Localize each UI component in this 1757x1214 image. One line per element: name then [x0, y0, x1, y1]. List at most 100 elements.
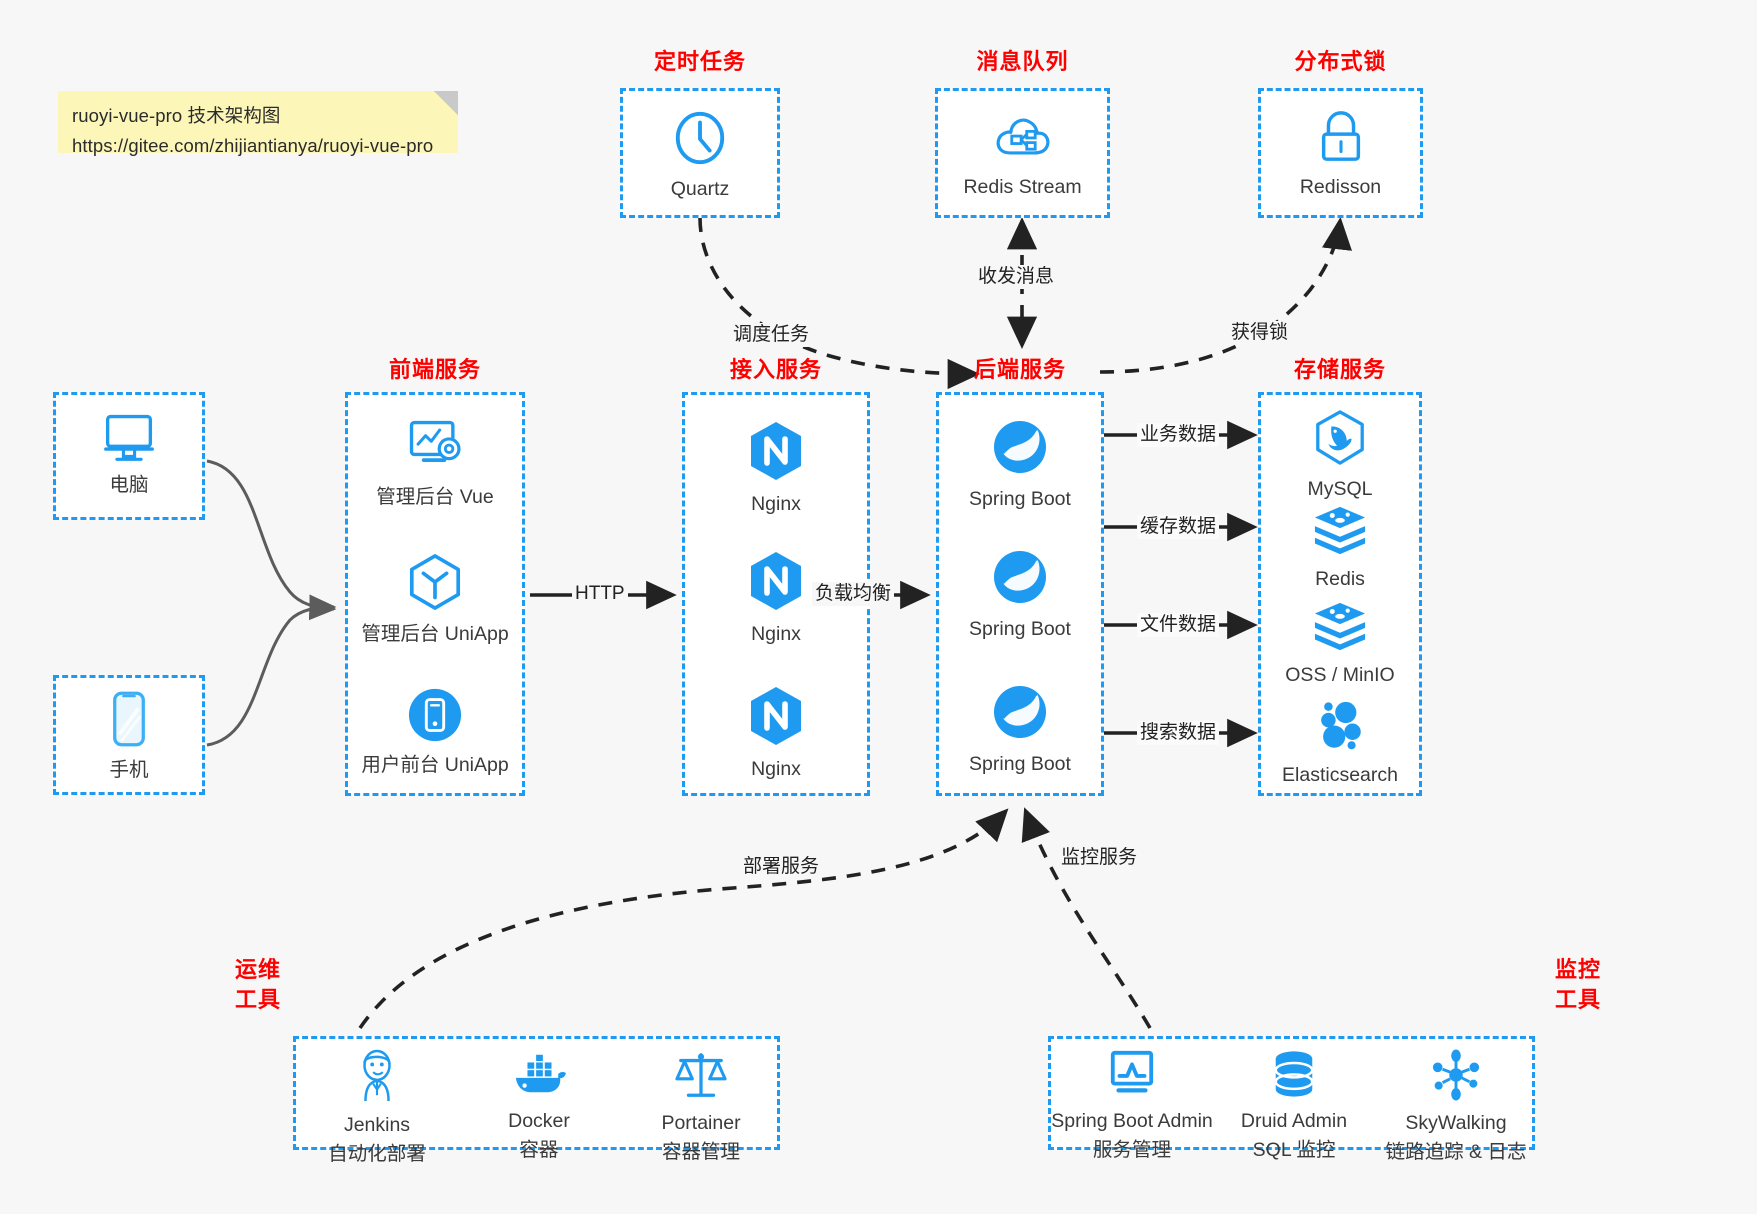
node-label: Redis Stream [963, 176, 1082, 198]
cloud-stream-icon [993, 109, 1053, 165]
mobile-app-circle-icon [407, 687, 463, 743]
spring-leaf-icon [990, 417, 1050, 477]
group-title-backend: 后端服务 [973, 357, 1066, 382]
group-title-storage: 存储服务 [1293, 357, 1386, 382]
node-sublabel: 容器 [519, 1139, 559, 1161]
group-title-monitor: 监控 工具 [1548, 955, 1608, 1015]
node-docker[interactable]: Docker 容器 [458, 1049, 620, 1163]
node-label: Spring Boot [969, 753, 1071, 775]
padlock-icon [1314, 109, 1368, 165]
edge-label-send-receive-msg: 收发消息 [975, 265, 1058, 289]
edge-label-monitor-service: 监控服务 [1058, 846, 1141, 870]
edge-label-deploy-service: 部署服务 [740, 855, 823, 879]
group-title-gateway: 接入服务 [729, 357, 822, 382]
group-box-mq: Redis Stream [935, 88, 1110, 218]
group-title-monitor-line1: 监控 [1554, 957, 1601, 982]
node-label: Docker [508, 1110, 570, 1132]
node-sublabel: 链路追踪 & 日志 [1385, 1141, 1527, 1163]
spring-leaf-icon [990, 547, 1050, 607]
hexagon-cube-icon [406, 552, 464, 612]
skywalking-icon [1429, 1049, 1483, 1101]
node-user-uniapp[interactable]: 用户前台 UniApp [348, 687, 522, 778]
note-line-url: https://gitee.com/zhijiantianya/ruoyi-vu… [72, 135, 434, 156]
edge-label-acquire-lock: 获得锁 [1228, 321, 1292, 345]
group-title-devops: 运维 工具 [228, 955, 288, 1015]
node-label: Spring Boot Admin [1051, 1110, 1213, 1132]
node-label: Portainer [661, 1112, 741, 1134]
node-sublabel: SQL 监控 [1252, 1139, 1336, 1161]
edge-label-schedule-task: 调度任务 [730, 323, 813, 347]
node-label: Jenkins [343, 1114, 411, 1136]
group-title-scheduler: 定时任务 [653, 49, 746, 74]
edge-label-file-data: 文件数据 [1137, 613, 1220, 637]
node-label: Elasticsearch [1282, 764, 1398, 786]
node-label: Spring Boot [969, 488, 1071, 510]
node-jenkins[interactable]: Jenkins 自动化部署 [296, 1049, 458, 1167]
node-sublabel: 容器管理 [661, 1141, 740, 1163]
edge-label-load-balance: 负载均衡 [812, 582, 895, 606]
node-label: Nginx [751, 623, 801, 645]
node-spring-boot-3[interactable]: Spring Boot [939, 682, 1101, 777]
node-label: 管理后台 UniApp [361, 623, 509, 645]
node-quartz[interactable]: Quartz [623, 109, 777, 202]
node-label: OSS / MinIO [1285, 664, 1395, 686]
note-line-title: ruoyi-vue-pro 技术架构图 [72, 105, 281, 126]
node-admin-uniapp[interactable]: 管理后台 UniApp [348, 552, 522, 647]
node-redisson[interactable]: Redisson [1261, 109, 1420, 200]
sticky-note: ruoyi-vue-pro 技术架构图 https://gitee.com/zh… [58, 91, 458, 156]
client-box-desktop: 电脑 [53, 392, 205, 520]
database-stack-icon [1268, 1049, 1320, 1099]
node-nginx-3[interactable]: Nginx [685, 685, 867, 782]
group-box-scheduler: Quartz [620, 88, 780, 218]
node-label: Druid Admin [1240, 1110, 1348, 1132]
group-title-monitor-line2: 工具 [1554, 987, 1601, 1012]
node-portainer[interactable]: Portainer 容器管理 [620, 1049, 782, 1165]
scales-icon [673, 1049, 729, 1101]
node-admin-vue[interactable]: 管理后台 Vue [348, 417, 522, 510]
node-spring-boot-2[interactable]: Spring Boot [939, 547, 1101, 642]
mobile-phone-icon [109, 690, 149, 748]
edge-label-business-data: 业务数据 [1137, 423, 1220, 447]
docker-whale-icon [510, 1049, 568, 1099]
node-label: 电脑 [109, 474, 149, 496]
edge-label-search-data: 搜索数据 [1137, 721, 1220, 745]
group-title-mq: 消息队列 [976, 49, 1069, 74]
node-nginx-1[interactable]: Nginx [685, 420, 867, 517]
client-box-mobile: 手机 [53, 675, 205, 795]
node-redis-stream[interactable]: Redis Stream [938, 109, 1107, 200]
node-label: Nginx [751, 493, 801, 515]
node-spring-boot-1[interactable]: Spring Boot [939, 417, 1101, 512]
node-label: SkyWalking [1405, 1112, 1507, 1134]
nginx-icon [747, 420, 805, 482]
node-label: Quartz [670, 178, 730, 200]
node-label: Redisson [1299, 176, 1382, 198]
elasticsearch-icon [1311, 697, 1369, 753]
group-title-lock: 分布式锁 [1294, 49, 1387, 74]
mysql-dolphin-icon [1312, 409, 1368, 467]
note-fold-corner [434, 91, 458, 115]
node-label: Nginx [751, 758, 801, 780]
node-nginx-2[interactable]: Nginx [685, 550, 867, 647]
node-elasticsearch[interactable]: Elasticsearch [1261, 697, 1419, 788]
spring-leaf-icon [990, 682, 1050, 742]
node-redis[interactable]: Redis [1261, 503, 1419, 592]
node-oss-minio[interactable]: OSS / MinIO [1261, 599, 1419, 688]
desktop-computer-icon [100, 411, 158, 463]
group-title-devops-line1: 运维 [234, 957, 281, 982]
group-title-devops-line2: 工具 [234, 987, 281, 1012]
node-label: 管理后台 Vue [376, 486, 494, 508]
nginx-icon [747, 685, 805, 747]
clock-icon [671, 109, 729, 167]
node-spring-boot-admin[interactable]: Spring Boot Admin 服务管理 [1051, 1049, 1213, 1163]
jenkins-butler-icon [352, 1049, 402, 1103]
node-druid-admin[interactable]: Druid Admin SQL 监控 [1213, 1049, 1375, 1163]
node-computer[interactable]: 电脑 [56, 411, 202, 498]
node-skywalking[interactable]: SkyWalking 链路追踪 & 日志 [1375, 1049, 1537, 1165]
node-phone[interactable]: 手机 [56, 690, 202, 783]
node-label: Spring Boot [969, 618, 1071, 640]
group-box-backend: Spring Boot Spring Boot Spring Boot [936, 392, 1104, 796]
node-sublabel: 自动化部署 [328, 1143, 426, 1165]
node-mysql[interactable]: MySQL [1261, 409, 1419, 502]
node-label: 用户前台 UniApp [361, 754, 509, 776]
